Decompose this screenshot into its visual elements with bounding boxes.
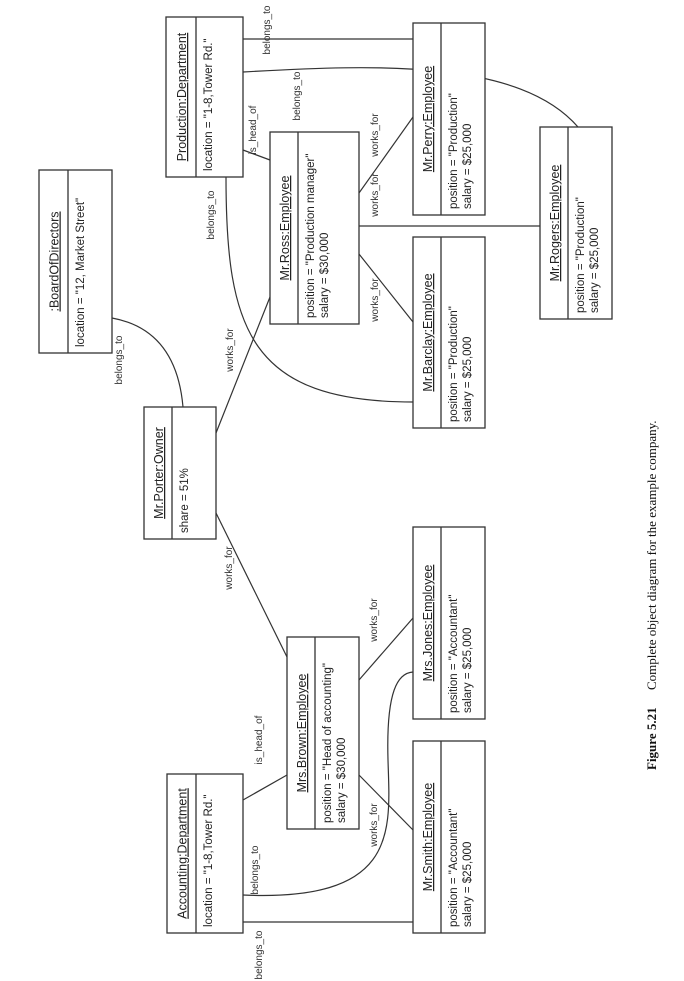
object-perry[interactable]: Mr.Perry:Employee position = "Production"… [412,22,486,216]
object-attribute: share = 51% [179,468,191,533]
object-jones[interactable]: Mrs.Jones:Employee position = "Accountant… [412,526,486,720]
object-proddept[interactable]: Production:Department location = "1-8,Tow… [165,16,244,178]
link-label-proddept-barclay: belongs_to [206,190,217,239]
link-label-ross-barclay: works_for [370,278,381,323]
link-label-porter-ross: works_for [225,328,236,373]
object-smith[interactable]: Mr.Smith:Employee position = "Accountant"… [412,740,486,934]
link-proddept-ross [242,149,271,161]
object-box [165,16,244,178]
object-attribute: salary = $25,000 [589,228,601,313]
object-box [38,169,113,354]
link-label-accdept-jones: belongs_to [250,845,261,894]
caption-text: Complete object diagram for the example … [644,420,659,690]
object-barclay[interactable]: Mr.Barclay:Employee position = "Productio… [412,236,486,429]
object-attribute: salary = $25,000 [462,628,474,713]
object-title: Mr.Rogers:Employee [548,165,562,282]
object-box [412,22,486,216]
object-attribute: position = "Accountant" [448,595,460,713]
object-title: Mr.Barclay:Employee [421,273,435,391]
object-box [166,773,244,934]
object-title: :BoardOfDirectors [48,211,62,311]
link-label-accdept-smith: belongs_to [254,930,265,979]
object-attribute: position = "Production manager" [305,154,317,318]
object-board[interactable]: :BoardOfDirectors location = "12, Market … [38,169,113,354]
object-attribute: salary = $25,000 [462,337,474,422]
link-ross-perry [358,116,414,194]
object-attribute: location = "1-8,Tower Rd." [203,39,215,172]
object-attribute: position = "Accountant" [448,809,460,927]
object-title: Mr.Ross:Employee [278,176,292,281]
link-label-proddept-perry: belongs_to [262,5,273,54]
object-title: Mrs.Brown:Employee [295,674,309,793]
object-box [539,126,613,320]
object-attribute: salary = $25,000 [462,124,474,209]
object-box [269,131,360,325]
link-label-brown-smith: works_for [369,803,380,848]
link-porter-brown [215,512,288,658]
object-porter[interactable]: Mr.Porter:Owner share = 51% [143,406,217,540]
link-porter-ross [215,296,271,434]
link-label-ross-perry: works_for [370,113,381,158]
object-box [412,236,486,429]
object-title: Accounting:Department [176,788,190,919]
object-rogers[interactable]: Mr.Rogers:Employee position = "Production… [539,126,613,320]
object-ross[interactable]: Mr.Ross:Employee position = "Production m… [269,131,360,325]
link-label-board-porter: belongs_to [114,335,125,384]
object-attribute: salary = $30,000 [319,233,331,318]
object-title: Mr.Smith:Employee [421,783,435,891]
link-label-proddept-ross: is_head_of [248,105,259,154]
object-brown[interactable]: Mrs.Brown:Employee position = "Head of ac… [286,636,360,830]
object-box [412,526,486,720]
object-attribute: position = "Production" [448,93,460,209]
link-label-proddept-rogers: belongs_to [292,71,303,120]
object-accdept[interactable]: Accounting:Department location = "1-8,Tow… [166,773,244,934]
object-box [412,740,486,934]
object-box [286,636,360,830]
link-brown-smith [358,774,414,831]
object-attribute: position = "Production" [575,197,587,313]
link-board-porter [111,317,184,408]
object-attribute: position = "Head of accounting" [322,663,334,823]
link-proddept-barclay [225,176,414,403]
object-title: Mr.Perry:Employee [421,66,435,172]
link-label-ross-rogers: works_for [370,173,381,218]
object-title: Mr.Porter:Owner [152,427,166,519]
link-label-accdept-brown: is_head_of [254,715,265,764]
object-attribute: position = "Production" [448,306,460,422]
object-title: Production:Department [175,32,189,161]
link-accdept-jones [242,671,414,897]
link-ross-barclay [358,253,414,323]
object-attribute: location = "1-8,Tower Rd." [203,795,215,928]
object-attribute: location = "12, Market Street" [75,198,87,347]
object-title: Mrs.Jones:Employee [421,565,435,682]
object-attribute: salary = $30,000 [336,738,348,823]
object-attribute: salary = $25,000 [462,842,474,927]
link-label-porter-brown: works_for [224,546,235,591]
link-label-brown-jones: works_for [369,598,380,643]
link-accdept-brown [242,774,288,801]
link-brown-jones [358,617,414,681]
figure-caption: Figure 5.21 Complete object diagram for t… [644,420,659,770]
caption-number: Figure 5.21 [644,707,659,770]
object-box [143,406,217,540]
